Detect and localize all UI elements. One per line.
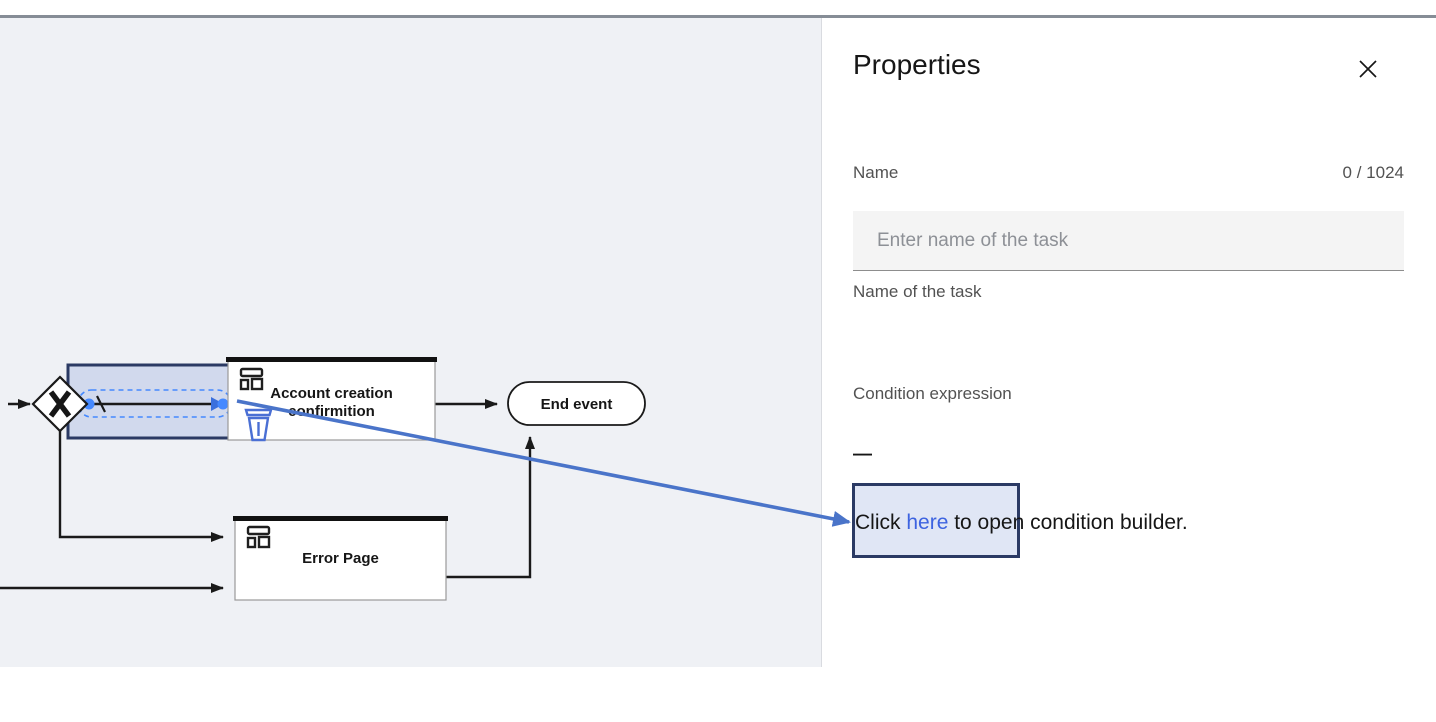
process-canvas[interactable]: Account creation confirmition Error Page… bbox=[0, 18, 822, 667]
hint-prefix: Click bbox=[855, 511, 907, 534]
flow-gateway-to-error[interactable] bbox=[58, 431, 224, 542]
top-divider bbox=[0, 15, 1436, 18]
task-error-page[interactable] bbox=[233, 516, 448, 601]
flow-endpoint-handle-start[interactable] bbox=[83, 398, 95, 410]
name-helper-text: Name of the task bbox=[853, 282, 982, 301]
page-layout-icon bbox=[239, 367, 264, 391]
end-event-label: End event bbox=[540, 396, 613, 413]
close-panel-button[interactable] bbox=[1353, 54, 1383, 84]
task-account-label: Account creation confirmition bbox=[270, 385, 393, 420]
page-layout-icon bbox=[246, 525, 271, 549]
condition-hint-annotation-box bbox=[852, 483, 1020, 558]
condition-builder-link[interactable]: here bbox=[906, 511, 949, 534]
close-icon bbox=[1359, 60, 1377, 78]
gateway-x-icon bbox=[48, 390, 72, 418]
condition-expression-value: — bbox=[853, 444, 872, 465]
condition-expression-label: Condition expression bbox=[853, 384, 1012, 403]
connector-annotation-box bbox=[66, 363, 234, 440]
task-error-label: Error Page bbox=[302, 550, 379, 567]
panel-title: Properties bbox=[853, 49, 981, 80]
default-flow-marker bbox=[96, 395, 106, 413]
exclusive-gateway[interactable] bbox=[31, 375, 89, 433]
name-label: Name bbox=[853, 163, 899, 182]
name-field-header: Name 0 / 1024 bbox=[853, 163, 1404, 183]
flow-error-to-end[interactable] bbox=[446, 436, 535, 579]
name-input[interactable] bbox=[853, 211, 1404, 271]
hint-suffix: to open condition builder. bbox=[948, 511, 1188, 534]
properties-panel: Properties Name 0 / 1024 Name of the tas… bbox=[823, 18, 1436, 722]
bpmn-diagram bbox=[0, 357, 646, 601]
flow-endpoint-handle-end[interactable] bbox=[217, 398, 229, 410]
condition-builder-hint: Click here to open condition builder. bbox=[855, 508, 1188, 538]
name-char-counter: 0 / 1024 bbox=[1342, 163, 1404, 182]
